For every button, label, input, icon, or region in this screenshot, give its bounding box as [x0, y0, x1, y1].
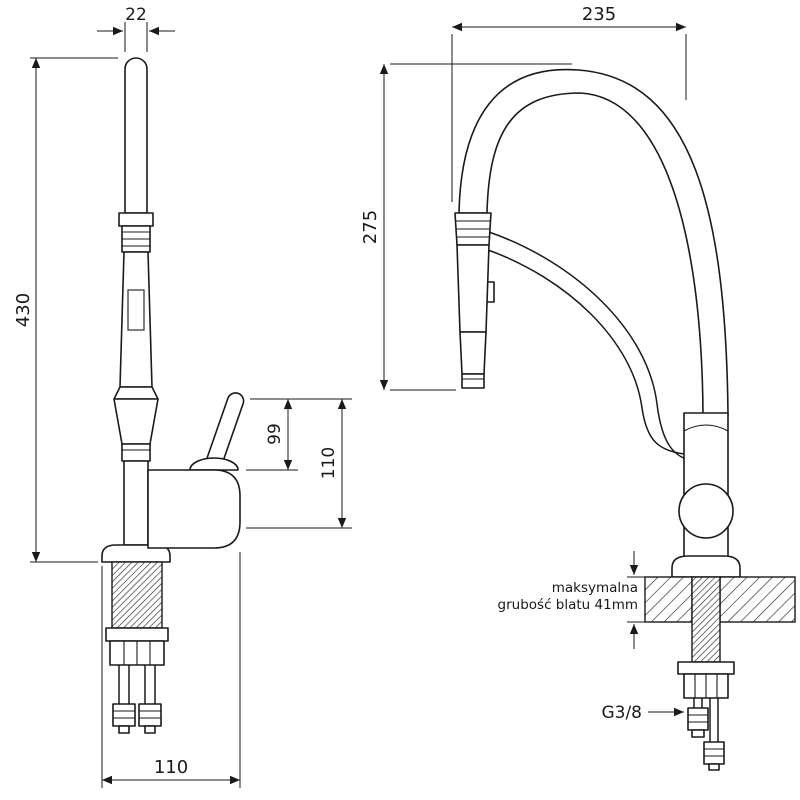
ball-joint — [678, 483, 734, 539]
dim-total-height: 430 — [13, 57, 118, 563]
lever-housing — [147, 469, 241, 549]
dim-label-spout-width: 22 — [125, 5, 147, 25]
spray-head — [454, 212, 495, 389]
riser-column — [123, 460, 149, 546]
pullout-hose — [487, 231, 695, 462]
hose-fitting — [703, 741, 725, 765]
hose-fitting — [112, 703, 136, 727]
dim-spout-pipe-width: 22 — [97, 5, 175, 52]
lever-dome — [189, 457, 239, 471]
aerator — [121, 443, 151, 462]
front-view: 22 430 99 110 110 — [13, 5, 352, 788]
countertop-note-line2: grubość blatu 41mm — [498, 597, 638, 613]
countertop-left — [644, 576, 693, 623]
spray-aerator — [461, 373, 485, 389]
dim-label-base-width: 110 — [154, 757, 188, 778]
lever-handle — [205, 392, 245, 468]
mounting-bracket — [105, 627, 169, 642]
dim-spout-reach: 235 — [451, 4, 687, 202]
countertop-note-line1: maksymalna — [552, 580, 638, 596]
faucet-body — [671, 412, 741, 578]
spray-tip — [459, 331, 487, 375]
body-joint-ring — [683, 424, 729, 432]
lever-assembly — [147, 392, 245, 549]
thread-size-callout: G3/8 — [601, 703, 684, 723]
countertop-section: maksymalna grubość blatu 41mm — [498, 551, 796, 663]
countertop-right — [719, 576, 796, 623]
spout-pipe — [124, 57, 148, 214]
spray-body — [456, 244, 490, 333]
threaded-shank — [691, 576, 721, 663]
gooseneck-spout — [458, 68, 729, 416]
dim-base-width: 110 — [101, 552, 241, 788]
sprayer-button-window — [127, 289, 145, 331]
spout-column — [101, 57, 171, 563]
mounting-bracket — [677, 661, 735, 675]
thread-size-label: G3/8 — [601, 703, 642, 723]
side-view: maksymalna grubość blatu 41mm — [360, 4, 796, 771]
base-flange — [671, 555, 741, 578]
dim-outlet-height: 110 — [246, 399, 352, 529]
dim-handle-height: 99 — [246, 398, 352, 471]
dock-collar — [118, 212, 154, 227]
mounting-hardware-left — [105, 561, 169, 734]
dim-spout-height: 275 — [360, 63, 572, 391]
dim-label-outlet-height: 110 — [319, 447, 339, 479]
sprayer-body — [119, 251, 153, 388]
dim-label-total-height: 430 — [13, 293, 34, 327]
mounting-hardware-right — [677, 661, 735, 771]
hose-fitting — [138, 703, 162, 727]
sprayer-taper — [113, 398, 159, 445]
sprayer-flare — [113, 386, 159, 400]
dim-label-spout-reach: 235 — [582, 4, 616, 25]
dim-label-handle-height: 99 — [265, 423, 285, 445]
dim-label-spout-height: 275 — [360, 210, 381, 244]
threaded-shank — [111, 561, 163, 629]
hose-fitting — [687, 707, 709, 731]
